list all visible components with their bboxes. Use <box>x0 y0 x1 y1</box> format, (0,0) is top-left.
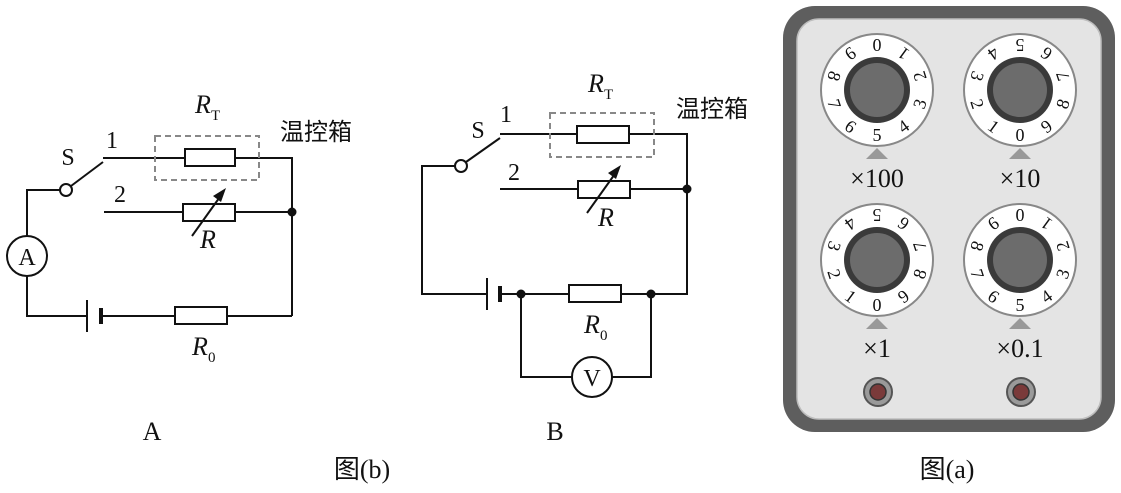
position-1-label: 1 <box>106 128 118 154</box>
variable-arrow <box>213 188 226 202</box>
switch-label: S <box>61 145 74 171</box>
circuit-a: A S 1 2 R T 温控箱 R R 0 A <box>6 90 352 446</box>
r0-subscript: 0 <box>600 328 608 344</box>
thermistor-rt <box>184 148 236 167</box>
circuit-b: S 1 2 R T 温控箱 R R 0 V B <box>421 69 748 446</box>
resistor-r0 <box>174 306 228 325</box>
r0-label: R <box>191 332 208 361</box>
dial-digit: 5 <box>1016 35 1025 55</box>
ammeter-label: A <box>18 245 36 271</box>
switch-label: S <box>471 118 484 144</box>
knob[interactable] <box>850 63 904 117</box>
terminal-right[interactable] <box>1006 377 1036 407</box>
terminal-left[interactable] <box>863 377 893 407</box>
rt-subscript: T <box>211 108 220 124</box>
dial-digit: 0 <box>873 35 882 55</box>
thermistor-rt <box>576 125 630 144</box>
multiplier-label: ×0.1 <box>996 334 1043 363</box>
knob[interactable] <box>993 63 1047 117</box>
dial-digit: 5 <box>873 205 882 225</box>
switch-lever <box>70 161 104 187</box>
voltmeter <box>571 356 613 398</box>
circuit-b-caption: B <box>546 417 563 446</box>
resistor-r0 <box>568 284 622 303</box>
r-label: R <box>199 225 216 254</box>
position-2-label: 2 <box>508 160 520 186</box>
knob[interactable] <box>993 233 1047 287</box>
figure-b-caption: 图(b) <box>334 455 390 484</box>
pointer-triangle <box>1009 148 1031 159</box>
chamber-label: 温控箱 <box>676 96 748 123</box>
junction-b-top <box>682 184 692 194</box>
switch-pivot <box>454 159 468 173</box>
position-2-label: 2 <box>114 182 126 208</box>
junction-a <box>287 207 297 217</box>
voltmeter-label: V <box>583 366 601 392</box>
dial-digit: 5 <box>873 125 882 145</box>
r0-subscript: 0 <box>208 350 216 366</box>
rt-label: R <box>587 69 604 98</box>
rt-subscript: T <box>604 87 613 103</box>
multiplier-label: ×10 <box>1000 164 1041 193</box>
chamber-dashed-box <box>549 112 655 158</box>
r-label: R <box>597 203 614 232</box>
chamber-dashed-box <box>154 135 260 181</box>
position-1-label: 1 <box>500 102 512 128</box>
multiplier-label: ×1 <box>863 334 891 363</box>
r0-label: R <box>583 310 600 339</box>
switch-lever <box>465 137 501 163</box>
dial-digit: 5 <box>1016 295 1025 315</box>
dial-digit: 0 <box>873 295 882 315</box>
dial-digit: 0 <box>1016 125 1025 145</box>
multiplier-label: ×100 <box>850 164 904 193</box>
rt-label: R <box>194 90 211 119</box>
dial-digit: 0 <box>1016 205 1025 225</box>
figure-a-caption: 图(a) <box>920 455 975 484</box>
switch-pivot <box>59 183 73 197</box>
chamber-label: 温控箱 <box>280 119 352 146</box>
circuit-a-caption: A <box>143 417 162 446</box>
variable-arrow <box>608 165 621 179</box>
pointer-triangle <box>866 148 888 159</box>
pointer-triangle <box>1009 318 1031 329</box>
knob[interactable] <box>850 233 904 287</box>
pointer-triangle <box>866 318 888 329</box>
